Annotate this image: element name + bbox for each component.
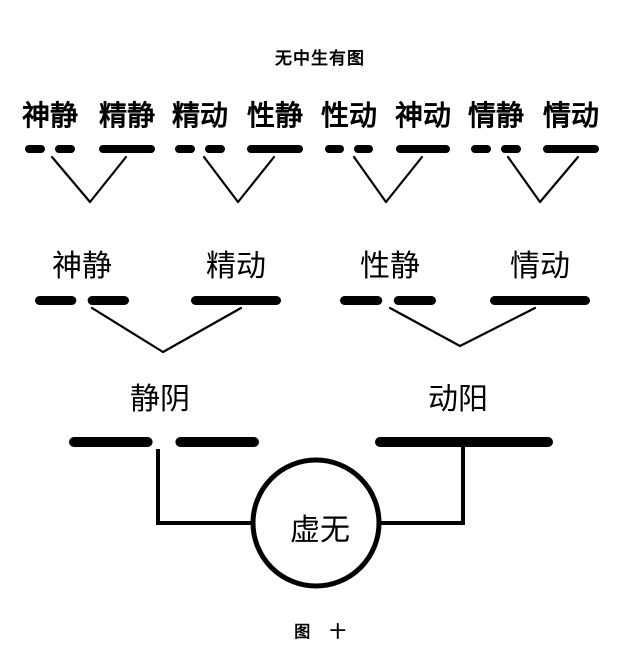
row1-bar-yin-line-left (175, 145, 195, 153)
row1-bar-yang-line (247, 145, 303, 153)
row1-bar-yin-line-right (205, 145, 225, 153)
row1-label: 神静 (21, 99, 78, 132)
row1-bar-yin-line-right (501, 145, 521, 153)
row1-label: 性动 (320, 99, 377, 132)
row1-connector (50, 155, 92, 204)
row2-connector (161, 306, 243, 354)
row1-bar-yin-line-left (325, 145, 344, 153)
row2-bar-yin-line-left (340, 296, 383, 305)
row1-bar-yin-line-left (25, 145, 45, 153)
diagram-title: 无中生有图 (275, 49, 365, 69)
row2-bar-yang-line (191, 296, 281, 305)
center-label: 虚无 (290, 513, 350, 548)
row2-label: 情动 (510, 249, 570, 284)
row2-label: 性静 (360, 249, 420, 284)
row1-connector (384, 155, 424, 204)
figure-caption: 图 十 (294, 622, 346, 641)
row1-connector (88, 155, 128, 204)
row1-label: 神动 (394, 99, 451, 132)
row3-label-yang: 动阳 (428, 382, 488, 417)
row1-connector (236, 155, 276, 204)
row2-bar-yin-line-right (393, 296, 436, 305)
row2-connector (90, 306, 165, 354)
row1-bar-yang-line (99, 145, 155, 153)
row2-bar-yang-line (490, 296, 590, 305)
row2-label: 神静 (52, 249, 112, 284)
row1-label: 情静 (467, 99, 524, 132)
row2-connector (388, 306, 462, 348)
row1-label: 情动 (542, 99, 599, 132)
row1-label: 精静 (98, 99, 155, 132)
row1-bar-yang-line (396, 145, 450, 153)
row3-bar-yin-line-right (175, 437, 259, 447)
row1-connector (506, 155, 542, 204)
row2-connector (458, 306, 537, 348)
row1-connector (352, 155, 388, 204)
row1-bar-yin-line-left (471, 145, 491, 153)
row2-bar-yin-line-right (87, 296, 129, 305)
row1-connector (538, 155, 580, 204)
void-circle (250, 457, 382, 589)
row3-label-yin: 静阴 (130, 382, 190, 417)
row1-bar-yin-line-right (55, 145, 75, 153)
row1-label: 精动 (171, 99, 228, 132)
row2-bar-yin-line-left (35, 296, 77, 305)
yang-connector (380, 442, 465, 525)
row2-label: 精动 (206, 249, 266, 284)
row1-label: 性静 (246, 99, 303, 132)
row1-connector (202, 155, 240, 204)
yin-connector (156, 449, 252, 525)
row1-bar-yin-line-right (354, 145, 373, 153)
row3-bar-yin-line-left (69, 437, 153, 447)
row1-bar-yang-line (543, 145, 599, 153)
